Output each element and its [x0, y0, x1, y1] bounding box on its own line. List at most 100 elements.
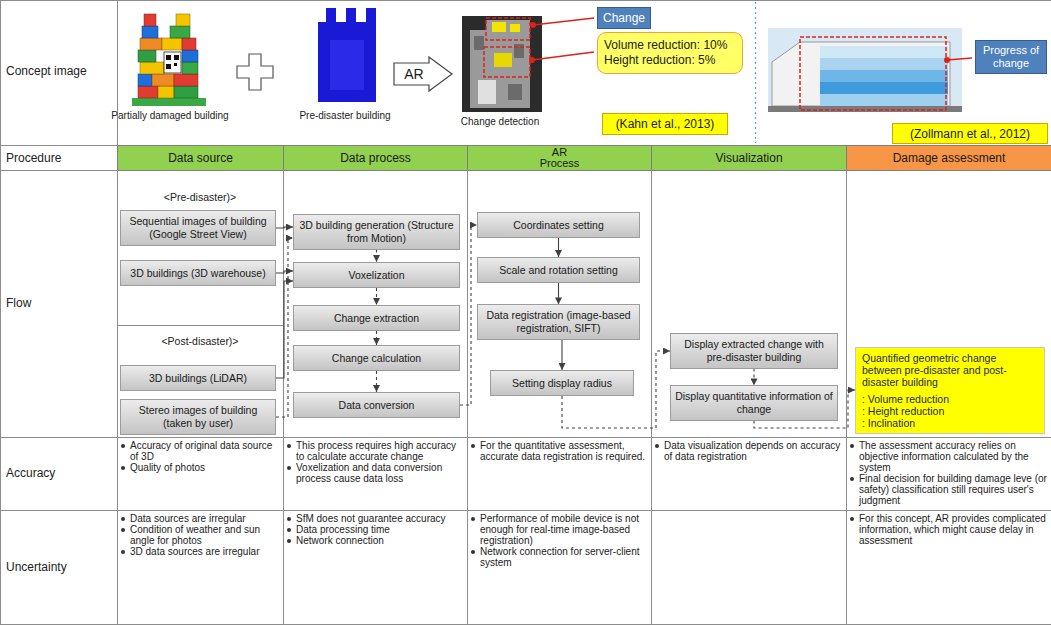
node-text: Data conversion	[339, 399, 415, 412]
building-facade	[330, 40, 364, 90]
bullet-dot	[850, 477, 854, 481]
lego-brick	[140, 38, 162, 50]
change-region-box	[486, 18, 530, 40]
progress-band	[820, 82, 948, 94]
image-caption: Partially damaged building	[100, 110, 240, 122]
bullet-dot	[121, 528, 125, 532]
flow-connector	[376, 331, 377, 345]
node-text: : Inclination	[862, 417, 1038, 429]
bullet-item: SfM does not guarantee accuracy	[287, 513, 464, 524]
marker-tag-cell	[174, 55, 179, 60]
table-rule	[467, 145, 468, 625]
flow-connector	[276, 238, 293, 417]
bullet-dot	[121, 550, 125, 554]
node-text: Scale and rotation setting	[499, 264, 618, 277]
bullet-text: Final decision for building damage leve …	[859, 473, 1048, 506]
node-text: Stereo images of building (taken by user…	[125, 404, 271, 429]
lego-brick	[182, 38, 196, 50]
bullet-dot	[655, 444, 659, 448]
bullet-text: Network connection for server-client sys…	[480, 546, 648, 568]
process-box: Sequential images of building (Google St…	[120, 210, 276, 245]
column-header: Data process	[283, 145, 468, 171]
change-detection-image	[462, 16, 542, 112]
lego-brick	[174, 74, 198, 86]
bullet-item: For this concept, AR provides complicate…	[850, 513, 1048, 546]
flow-connector	[276, 227, 293, 228]
table-cell: SfM does not guarantee accuracyData proc…	[283, 511, 467, 625]
node-text: Coordinates setting	[513, 219, 603, 232]
bullet-dot	[850, 517, 854, 521]
node-text: Change	[603, 11, 645, 25]
render-window	[474, 36, 484, 50]
table-cell: Data sources are irregularCondition of w…	[117, 511, 283, 625]
flow-connector	[558, 283, 559, 304]
bullet-text: Accuracy of original data source of 3D	[130, 440, 280, 462]
progress-band	[820, 70, 948, 82]
label-text: Pre-disaster building	[299, 110, 390, 121]
process-box: Setting display radius	[490, 370, 634, 396]
bullet-item: This process requires high accuracy to c…	[287, 440, 464, 462]
label-text: Flow	[6, 296, 31, 310]
bullet-dot	[121, 517, 125, 521]
table-cell: Data visualization depends on accuracy o…	[651, 438, 846, 510]
label-text: Uncertainty	[6, 560, 67, 574]
bullet-text: SfM does not guarantee accuracy	[296, 513, 464, 524]
lego-brick	[138, 86, 158, 98]
node-text: 3D buildings (LiDAR)	[149, 372, 247, 385]
node-text: Data process	[340, 152, 411, 165]
row-header: Accuracy	[6, 466, 114, 480]
table-cell: The assessment accuracy relies on object…	[846, 438, 1051, 510]
row-header: Flow	[6, 296, 114, 310]
process-box: Scale and rotation setting	[477, 257, 640, 283]
bullet-item: The assessment accuracy relies on object…	[850, 440, 1048, 473]
column-header: Data source	[117, 145, 284, 171]
bullet-item: 3D data sources are irregular	[121, 546, 280, 557]
site-photo	[768, 28, 962, 112]
flow-connector	[376, 371, 377, 392]
process-box: 3D buildings (LiDAR)	[120, 365, 276, 391]
bullet-dot	[121, 444, 125, 448]
table-cell: Accuracy of original data source of 3DQu…	[117, 438, 283, 510]
result-box: Quantified geometric change between pre-…	[855, 347, 1045, 434]
bullet-dot	[850, 444, 854, 448]
node-text: Display extracted change with pre-disast…	[675, 338, 833, 363]
bullet-dot	[471, 550, 475, 554]
lego-brick	[182, 62, 198, 74]
node-text: Damage assessment	[893, 152, 1006, 165]
render-window	[508, 84, 522, 100]
bullet-dot	[471, 517, 475, 521]
bullet-text: Data visualization depends on accuracy o…	[664, 440, 843, 462]
bullet-text: Data processing time	[296, 524, 464, 535]
label-text: Partially damaged building	[111, 110, 228, 121]
table-rule	[117, 0, 118, 625]
bullet-dot	[471, 444, 475, 448]
flow-connector	[460, 225, 477, 405]
flow-connector	[753, 369, 754, 386]
bullet-text: For this concept, AR provides complicate…	[859, 513, 1048, 546]
bullet-text: Condition of weather and sun angle for p…	[130, 524, 280, 546]
bullet-text: Network connection	[296, 535, 464, 546]
quantity-callout: Volume reduction: 10% Height reduction: …	[597, 32, 743, 74]
plus-symbol	[237, 54, 273, 90]
marker-tag-cell	[166, 64, 171, 69]
leader-dot	[944, 57, 950, 63]
table-cell: For the quantitative assessment, accurat…	[467, 438, 651, 510]
bullet-item: Performance of mobile device is not enou…	[471, 513, 648, 546]
render-door	[478, 80, 496, 104]
row-header: Uncertainty	[6, 560, 114, 574]
change-region-box	[484, 47, 530, 77]
bullet-text: This process requires high accuracy to c…	[296, 440, 464, 462]
pre-disaster-building-model	[318, 8, 376, 102]
section-label: <Pre-disaster)>	[117, 191, 283, 204]
node-text: (Zollmann et al., 2012)	[910, 127, 1030, 141]
bullet-item: Data sources are irregular	[121, 513, 280, 524]
node-text: AR	[404, 66, 423, 82]
progress-band	[820, 94, 948, 106]
table-cell: This process requires high accuracy to c…	[283, 438, 467, 510]
lego-brick	[152, 74, 174, 86]
leader-dot	[530, 22, 536, 28]
lego-brick	[142, 26, 158, 38]
image-caption: Change detection	[440, 116, 560, 128]
leader-dot	[529, 57, 535, 63]
